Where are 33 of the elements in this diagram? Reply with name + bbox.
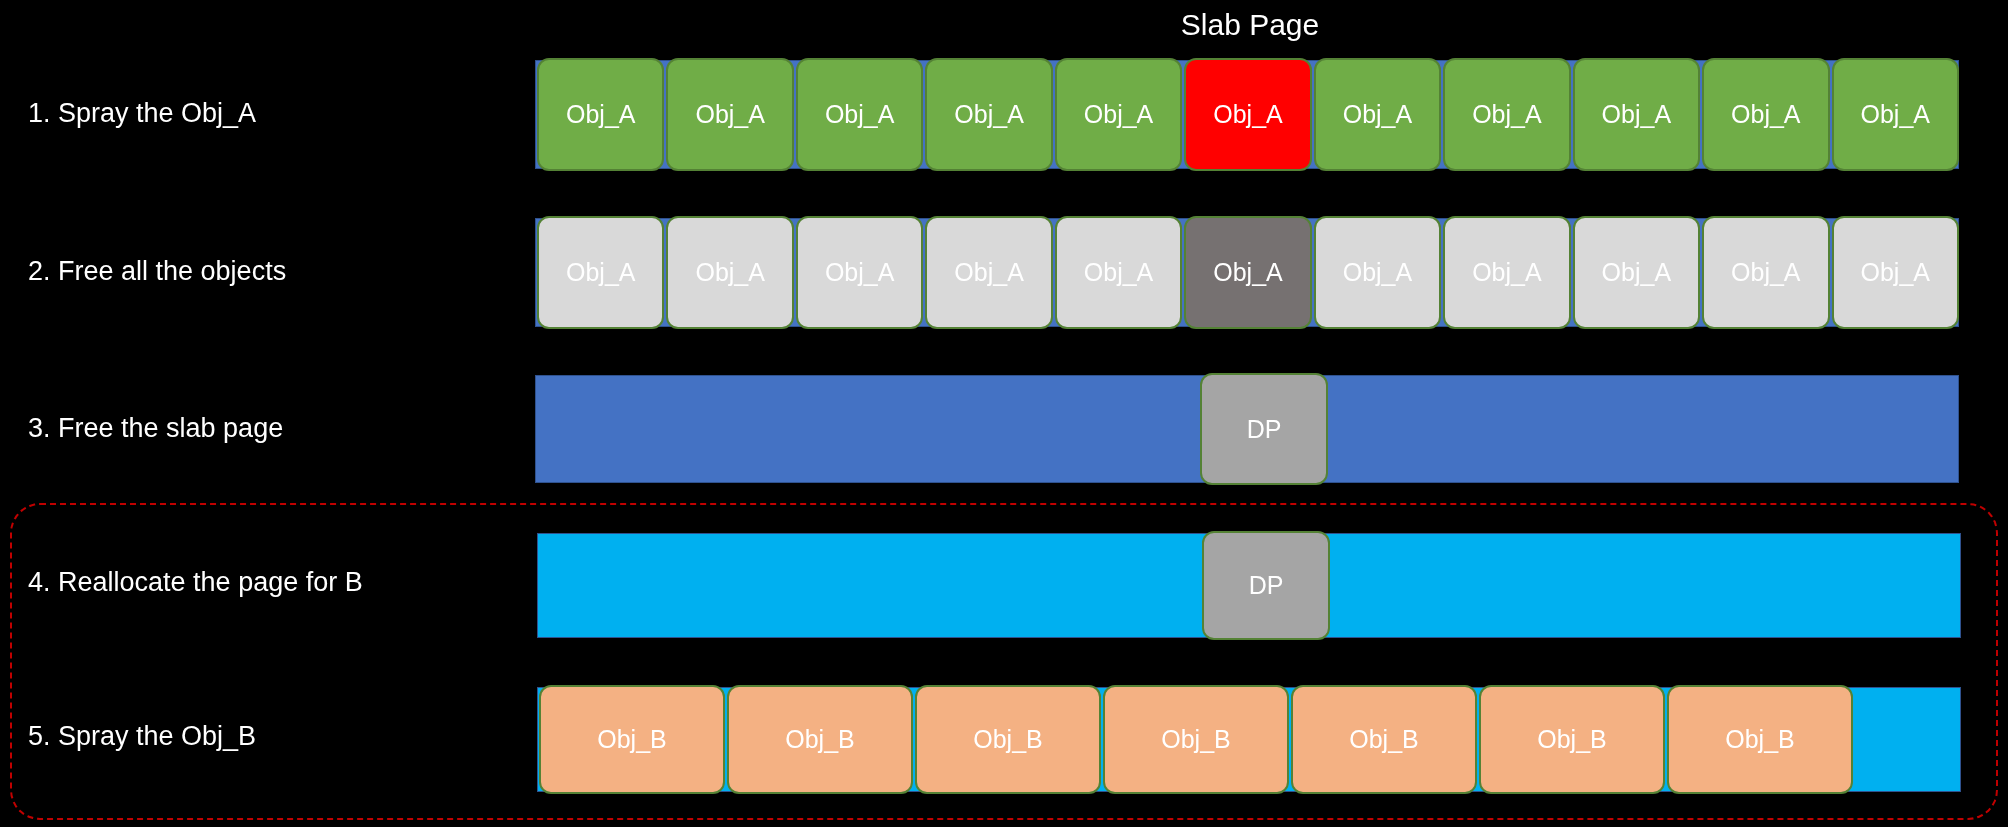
object-slot: Obj_A	[1313, 58, 1442, 171]
object-slot: Obj_A	[1702, 58, 1830, 171]
slab-page-bar	[535, 375, 1959, 483]
object-slot: Obj_B	[1291, 685, 1477, 794]
object-slot: Obj_B	[1667, 685, 1853, 794]
heading: Slab Page	[1179, 8, 1321, 42]
object-slot: Obj_A	[795, 58, 924, 171]
step-label: 5. Spray the Obj_B	[28, 721, 257, 752]
slab-page-bar	[535, 60, 1959, 169]
dashed-group-outline	[10, 503, 1998, 820]
slab-page-bar	[535, 218, 1959, 327]
object-slot: Obj_A	[1831, 58, 1959, 171]
step-label: 3. Free the slab page	[28, 413, 284, 444]
object-slot: Obj_A	[1184, 58, 1312, 171]
object-slot: Obj_A	[666, 58, 794, 171]
object-slot: Obj_A	[1572, 58, 1701, 171]
object-slot: DP	[1202, 531, 1330, 640]
object-slot: Obj_B	[1103, 685, 1289, 794]
slab-page-bar	[537, 687, 1961, 792]
object-slot: Obj_B	[727, 685, 913, 794]
step-label: 4. Reallocate the page for B	[28, 567, 363, 598]
object-slot: Obj_A	[1443, 58, 1571, 171]
slab-page-bar	[537, 533, 1961, 638]
object-slot: Obj_A	[1184, 216, 1312, 329]
object-slot: Obj_A	[537, 58, 665, 171]
step-label: 1. Spray the Obj_A	[28, 98, 257, 129]
object-slot: Obj_A	[1054, 58, 1183, 171]
object-slot: Obj_B	[539, 685, 725, 794]
step-label: 2. Free all the objects	[28, 256, 287, 287]
object-slot: DP	[1200, 373, 1328, 485]
object-slot: Obj_B	[915, 685, 1101, 794]
object-slot: Obj_A	[925, 58, 1053, 171]
object-slot: Obj_B	[1479, 685, 1665, 794]
